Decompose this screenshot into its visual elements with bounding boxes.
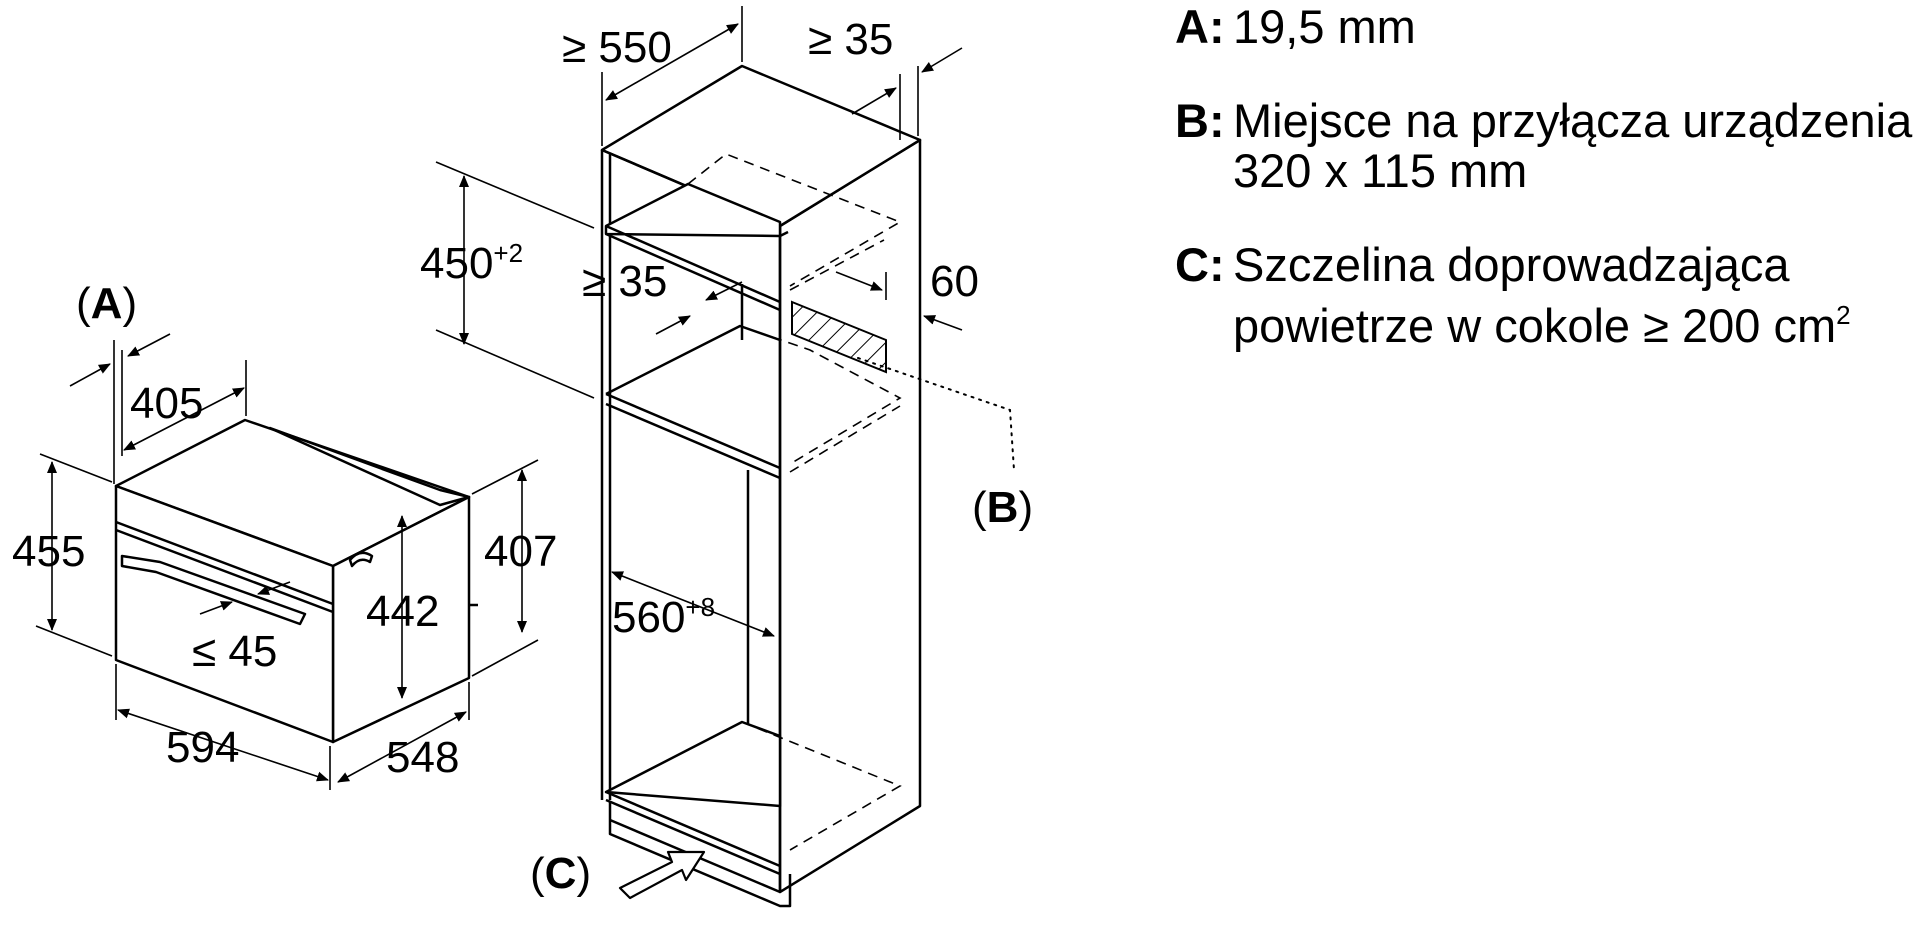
legend-b-line-1: Miejsce na przyłącza urządzenia	[1233, 94, 1913, 147]
bottom-shelf-front	[605, 790, 781, 868]
label-oven-width: 594	[166, 723, 239, 772]
ext-455-bottom	[35, 625, 113, 657]
label-side-dim: 60	[930, 257, 979, 306]
ext-450-top	[435, 161, 595, 229]
dim-35-shelf-arrow-a	[655, 315, 691, 335]
label-handle-gap: ≤ 45	[192, 627, 277, 676]
label-a-letter: A	[91, 279, 123, 328]
dim-35-rear-arrow-b	[921, 47, 963, 73]
dim-560-arrow	[611, 571, 775, 637]
dim-a-arrow-right	[127, 333, 171, 357]
label-niche-height-tol: +2	[493, 238, 523, 268]
label-niche-height: 450+2	[420, 238, 523, 288]
dim-35-rear-arrow-a	[851, 87, 897, 115]
label-c: (C)	[530, 849, 591, 898]
legend-c-line-2-wrap: powietrze w cokole ≥ 200 cm2	[1233, 290, 1851, 351]
legend-text-b: Miejsce na przyłącza urządzenia 320 x 11…	[1233, 96, 1912, 196]
oven-door-top-line	[115, 528, 334, 614]
legend-a-line-1: 19,5 mm	[1233, 0, 1416, 53]
label-b-letter: B	[987, 483, 1019, 532]
label-oven-depth: 548	[386, 733, 459, 782]
top-shelf	[604, 182, 782, 238]
label-cabinet-depth: ≥ 550	[562, 23, 672, 72]
dim-60-arrow-a	[835, 271, 883, 291]
label-rear-gap: ≥ 35	[808, 15, 893, 64]
label-niche-width-value: 560	[612, 593, 685, 642]
dim-548-arrow	[337, 711, 467, 783]
bottom-shelf	[604, 720, 782, 808]
ext-450-bottom	[435, 329, 595, 399]
dim-550-arrow	[605, 23, 739, 101]
top-shelf-front-2	[605, 232, 781, 312]
plinth	[608, 802, 792, 908]
cabinet-dimensions	[435, 6, 963, 637]
oven-drawing	[114, 418, 478, 744]
dashed-top-shelf	[687, 153, 902, 287]
label-oven-inner-height: 442	[366, 587, 439, 636]
bottom-shelf-front-2	[605, 798, 781, 876]
legend-text-a: 19,5 mm	[1233, 2, 1416, 52]
leader-b	[857, 357, 1015, 471]
legend-text-c: Szczelina doprowadzająca powietrze w cok…	[1233, 238, 1851, 351]
legend-c-line-1: Szczelina doprowadzająca	[1233, 238, 1790, 291]
dimension-labels: 455 405 594 548 407 442 ≤ 45 (A) ≥ 550 ≥…	[12, 15, 1033, 898]
dim-35-shelf-arrow-b	[705, 281, 743, 301]
label-niche-height-value: 450	[420, 239, 493, 288]
oven-panel-line	[115, 520, 334, 606]
dim-405-arrow	[123, 387, 245, 451]
oven-dimensions	[35, 333, 539, 790]
legend-c-sup: 2	[1836, 300, 1851, 330]
oven-knob	[348, 551, 374, 568]
air-inlet-arrow	[618, 850, 706, 900]
label-oven-height: 455	[12, 527, 85, 576]
legend-key-b: B:	[1175, 94, 1225, 147]
cabinet-drawing	[600, 64, 922, 908]
dim-594-arrow	[117, 708, 329, 782]
dim-a-arrow-left	[69, 363, 111, 387]
cabinet-right-panel	[778, 138, 922, 894]
label-c-letter: C	[545, 849, 577, 898]
label-niche-width: 560+8	[612, 592, 715, 642]
label-niche-width-tol: +8	[685, 592, 715, 622]
dim-45-arrow-a	[199, 601, 233, 615]
niche-top-line	[605, 392, 781, 470]
oven-handle	[120, 554, 307, 626]
connection-area	[791, 300, 1015, 471]
dim-45-arrow-b	[257, 581, 291, 595]
legend-c-line-2: powietrze w cokole ≥ 200 cm	[1233, 299, 1837, 352]
label-shelf-gap: ≥ 35	[582, 257, 667, 306]
dim-60-arrow-b	[923, 315, 963, 331]
label-oven-front-depth: 405	[130, 379, 203, 428]
ext-407-top	[471, 459, 539, 495]
cabinet-front-inner-edge	[779, 230, 789, 238]
dashed-bottom-shelf	[741, 721, 902, 851]
ext-455-top	[39, 453, 113, 483]
label-oven-side-height: 407	[484, 527, 557, 576]
niche-top-line-2	[605, 402, 781, 480]
ext-407-bottom	[471, 639, 539, 677]
top-shelf-front	[605, 224, 781, 304]
label-b: (B)	[972, 483, 1033, 532]
dashed-niche-shelf-2	[789, 405, 901, 473]
connection-area-hatch	[791, 300, 887, 374]
shelf-rear	[605, 324, 781, 396]
dashed-niche-shelf	[739, 325, 902, 465]
label-a: (A)	[76, 279, 137, 328]
dashed-mid-shelf	[789, 239, 885, 291]
legend-key-c: C:	[1175, 238, 1225, 291]
legend-b-line-2: 320 x 115 mm	[1233, 144, 1528, 197]
legend-key-a: A:	[1175, 0, 1225, 53]
